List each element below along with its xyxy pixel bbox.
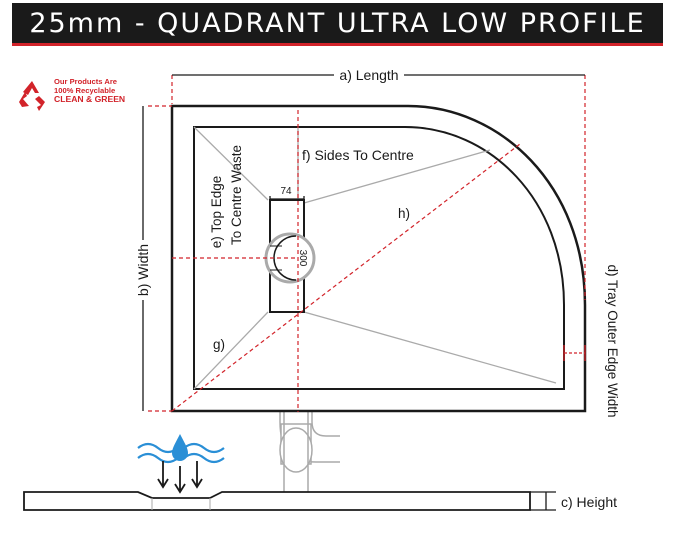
water-drain-icon: [137, 434, 225, 494]
red-dimension-lines: [148, 75, 586, 412]
width-label: b) Width: [135, 244, 151, 296]
badge-line-3: CLEAN & GREEN: [54, 94, 126, 104]
tray-outer-outline: [170, 104, 587, 413]
title-underline: [12, 43, 663, 46]
dim-300-label: 300: [297, 250, 308, 267]
length-label: a) Length: [339, 67, 398, 83]
height-label: c) Height: [561, 494, 617, 510]
tray-profile: [23, 491, 531, 511]
recycle-badge: Our Products Are 100% Recyclable CLEAN &…: [14, 74, 134, 114]
recycle-icon: [19, 81, 45, 111]
page-title: 25mm - QUADRANT ULTRA LOW PROFILE: [12, 3, 663, 43]
sides-to-centre-label: f) Sides To Centre: [302, 147, 414, 163]
badge-line-1: Our Products Are: [54, 77, 118, 86]
top-edge-label-1: e) Top Edge: [209, 176, 224, 249]
top-edge-label-2: To Centre Waste: [229, 145, 244, 245]
recycle-text: Our Products Are 100% Recyclable CLEAN &…: [54, 77, 125, 104]
h-label: h): [398, 206, 410, 221]
outer-edge-label: d) Tray Outer Edge Width: [605, 264, 620, 417]
black-dimension-lines: [142, 74, 585, 511]
badge-line-2: 100% Recyclable: [54, 86, 116, 95]
g-label: g): [213, 337, 225, 352]
outer-edge-marker: [563, 345, 586, 361]
tray-inner-outline: [193, 126, 565, 390]
dim-74-label: 74: [280, 186, 292, 197]
